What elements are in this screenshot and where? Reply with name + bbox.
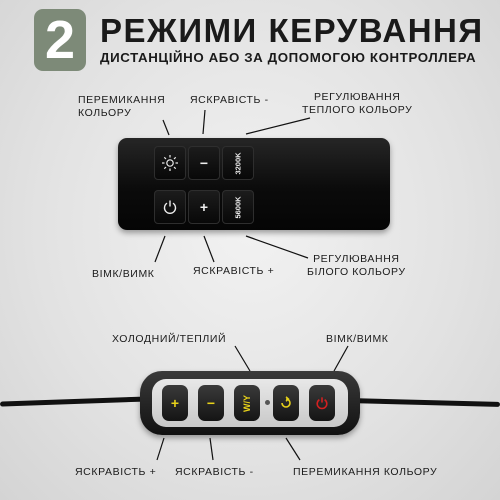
- controller-label-color-switch: ПЕРЕМИКАННЯ КОЛЬОРУ: [293, 466, 438, 478]
- remote-white-button-label: 5600K: [233, 195, 243, 219]
- controller-cold-warm-button[interactable]: W/Y: [234, 385, 260, 421]
- minus-icon: −: [206, 395, 216, 411]
- remote-white-button[interactable]: 5600K: [222, 190, 254, 224]
- remote-label-warm-adjust: РЕГУЛЮВАННЯ ТЕПЛОГО КОЛЬОРУ: [302, 91, 413, 116]
- remote-label-white-adjust: РЕГУЛЮВАННЯ БІЛОГО КОЛЬОРУ: [307, 253, 406, 278]
- plus-icon: +: [170, 395, 180, 411]
- cycle-icon: [281, 396, 291, 408]
- wy-label: W/Y: [241, 394, 252, 412]
- plus-icon: +: [199, 199, 209, 215]
- page-title: РЕЖИМИ КЕРУВАННЯ: [100, 12, 484, 49]
- inline-controller: + − W/Y: [140, 371, 360, 435]
- power-icon: [163, 200, 177, 214]
- controller-color-switch-button[interactable]: [273, 385, 299, 421]
- controller-label-brightness-up: ЯСКРАВІСТЬ +: [75, 466, 157, 478]
- remote-label-brightness-down: ЯСКРАВІСТЬ -: [190, 94, 269, 106]
- remote-label-brightness-up: ЯСКРАВІСТЬ +: [193, 265, 275, 277]
- remote-label-color-switch: ПЕРЕМИКАННЯ КОЛЬОРУ: [78, 94, 166, 119]
- remote-color-switch-button[interactable]: [154, 146, 186, 180]
- remote-warm-button-label: 3200K: [233, 151, 243, 175]
- controller-label-brightness-down: ЯСКРАВІСТЬ -: [175, 466, 254, 478]
- controller-label-cold-warm: ХОЛОДНИЙ/ТЕПЛИЙ: [112, 333, 227, 345]
- sun-icon: [162, 155, 178, 171]
- ir-remote: − 3200K + 5600K: [118, 138, 390, 230]
- page-subtitle: ДИСТАНЦІЙНО АБО ЗА ДОПОМОГОЮ КОНТРОЛЛЕРА: [100, 50, 477, 65]
- controller-brightness-down-button[interactable]: −: [198, 385, 224, 421]
- remote-brightness-down-button[interactable]: −: [188, 146, 220, 180]
- remote-brightness-up-button[interactable]: +: [188, 190, 220, 224]
- section-number-badge: 2: [34, 9, 86, 71]
- controller-brightness-up-button[interactable]: +: [162, 385, 188, 421]
- remote-label-power: ВІМК/ВИМК: [92, 268, 155, 280]
- remote-power-button[interactable]: [154, 190, 186, 224]
- minus-icon: −: [199, 155, 209, 171]
- controller-power-button[interactable]: [309, 385, 335, 421]
- section-number: 2: [44, 10, 76, 70]
- controller-label-power: ВІМК/ВИМК: [326, 333, 389, 345]
- indicator-led: [265, 400, 270, 405]
- power-icon: [316, 397, 328, 410]
- remote-warm-button[interactable]: 3200K: [222, 146, 254, 180]
